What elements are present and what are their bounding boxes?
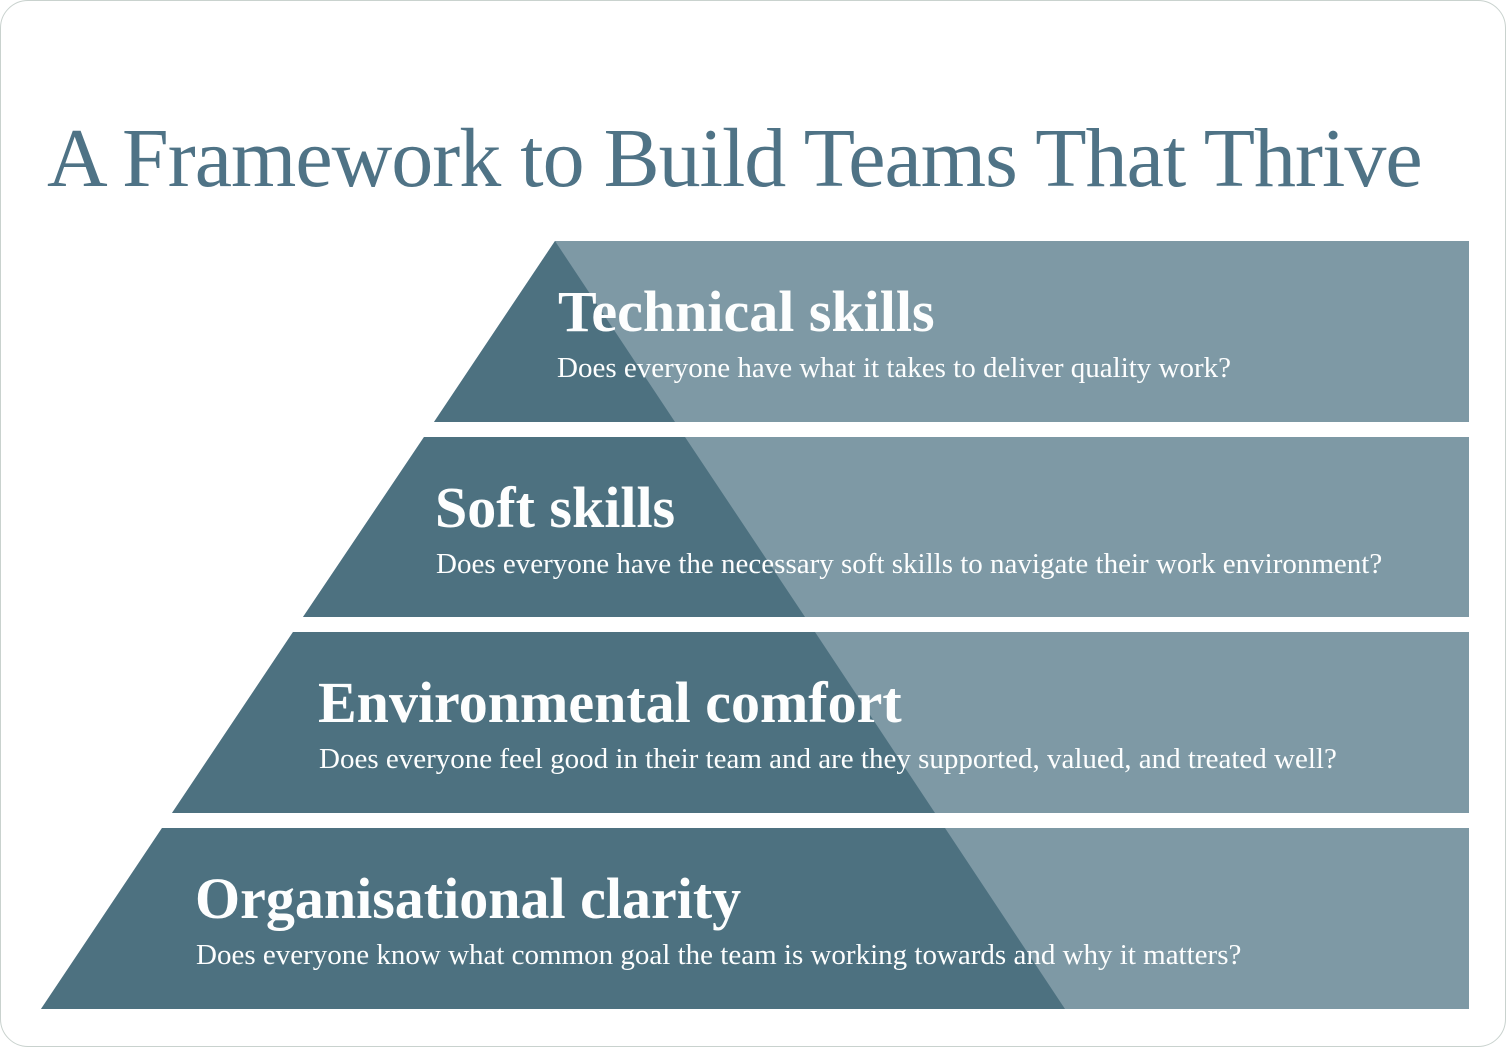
page-title: A Framework to Build Teams That Thrive (47, 112, 1423, 206)
level-1-band (434, 241, 1469, 422)
level-4-pyramid-segment (41, 828, 1065, 1009)
level-2-description: Does everyone have the necessary soft sk… (436, 548, 1383, 580)
level-2-pyramid-segment (303, 437, 805, 617)
level-3-description: Does everyone feel good in their team an… (319, 743, 1337, 775)
level-4-heading: Organisational clarity (195, 866, 742, 931)
level-4-description: Does everyone know what common goal the … (196, 939, 1242, 971)
level-1-pyramid-segment (434, 241, 675, 422)
level-1-heading: Technical skills (558, 279, 935, 344)
level-2-heading: Soft skills (435, 475, 676, 540)
level-3-pyramid-segment (172, 632, 935, 813)
level-1-description: Does everyone have what it takes to deli… (557, 352, 1232, 384)
level-3-heading: Environmental comfort (318, 670, 902, 735)
